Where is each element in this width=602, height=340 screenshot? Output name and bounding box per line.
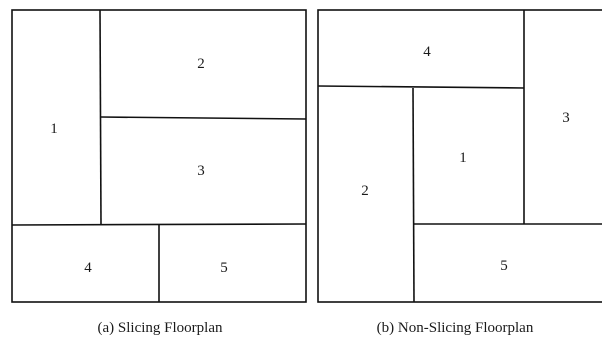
block-label-a-1: 1 [50,121,58,137]
floorplan-a-horizontal-cut-2-3 [100,116,307,120]
block-label-b-5: 5 [500,258,508,274]
block-label-a-5: 5 [220,260,228,276]
floorplan-a-horizontal-cut-bottom [11,223,307,226]
block-label-a-2: 2 [197,56,205,72]
block-label-a-3: 3 [197,163,205,179]
floorplan-b-vertical-cut-2 [412,87,415,303]
slicing-floorplan-diagram: 1 2 3 4 5 (a) Slicing Floorplan [11,9,307,336]
block-label-a-4: 4 [84,260,92,276]
non-slicing-floorplan-diagram: 4 3 1 2 5 (b) Non-Slicing Floorplan [317,9,602,336]
block-label-b-4: 4 [423,44,431,60]
caption-b: (b) Non-Slicing Floorplan [377,320,534,336]
floorplan-b-outline [317,9,602,303]
floorplan-a-vertical-cut-1 [99,9,102,226]
floorplan-b-cut-under-4 [317,85,525,89]
block-label-b-2: 2 [361,183,369,199]
block-label-b-1: 1 [459,150,467,166]
block-label-b-3: 3 [562,110,570,126]
caption-a: (a) Slicing Floorplan [98,320,223,336]
